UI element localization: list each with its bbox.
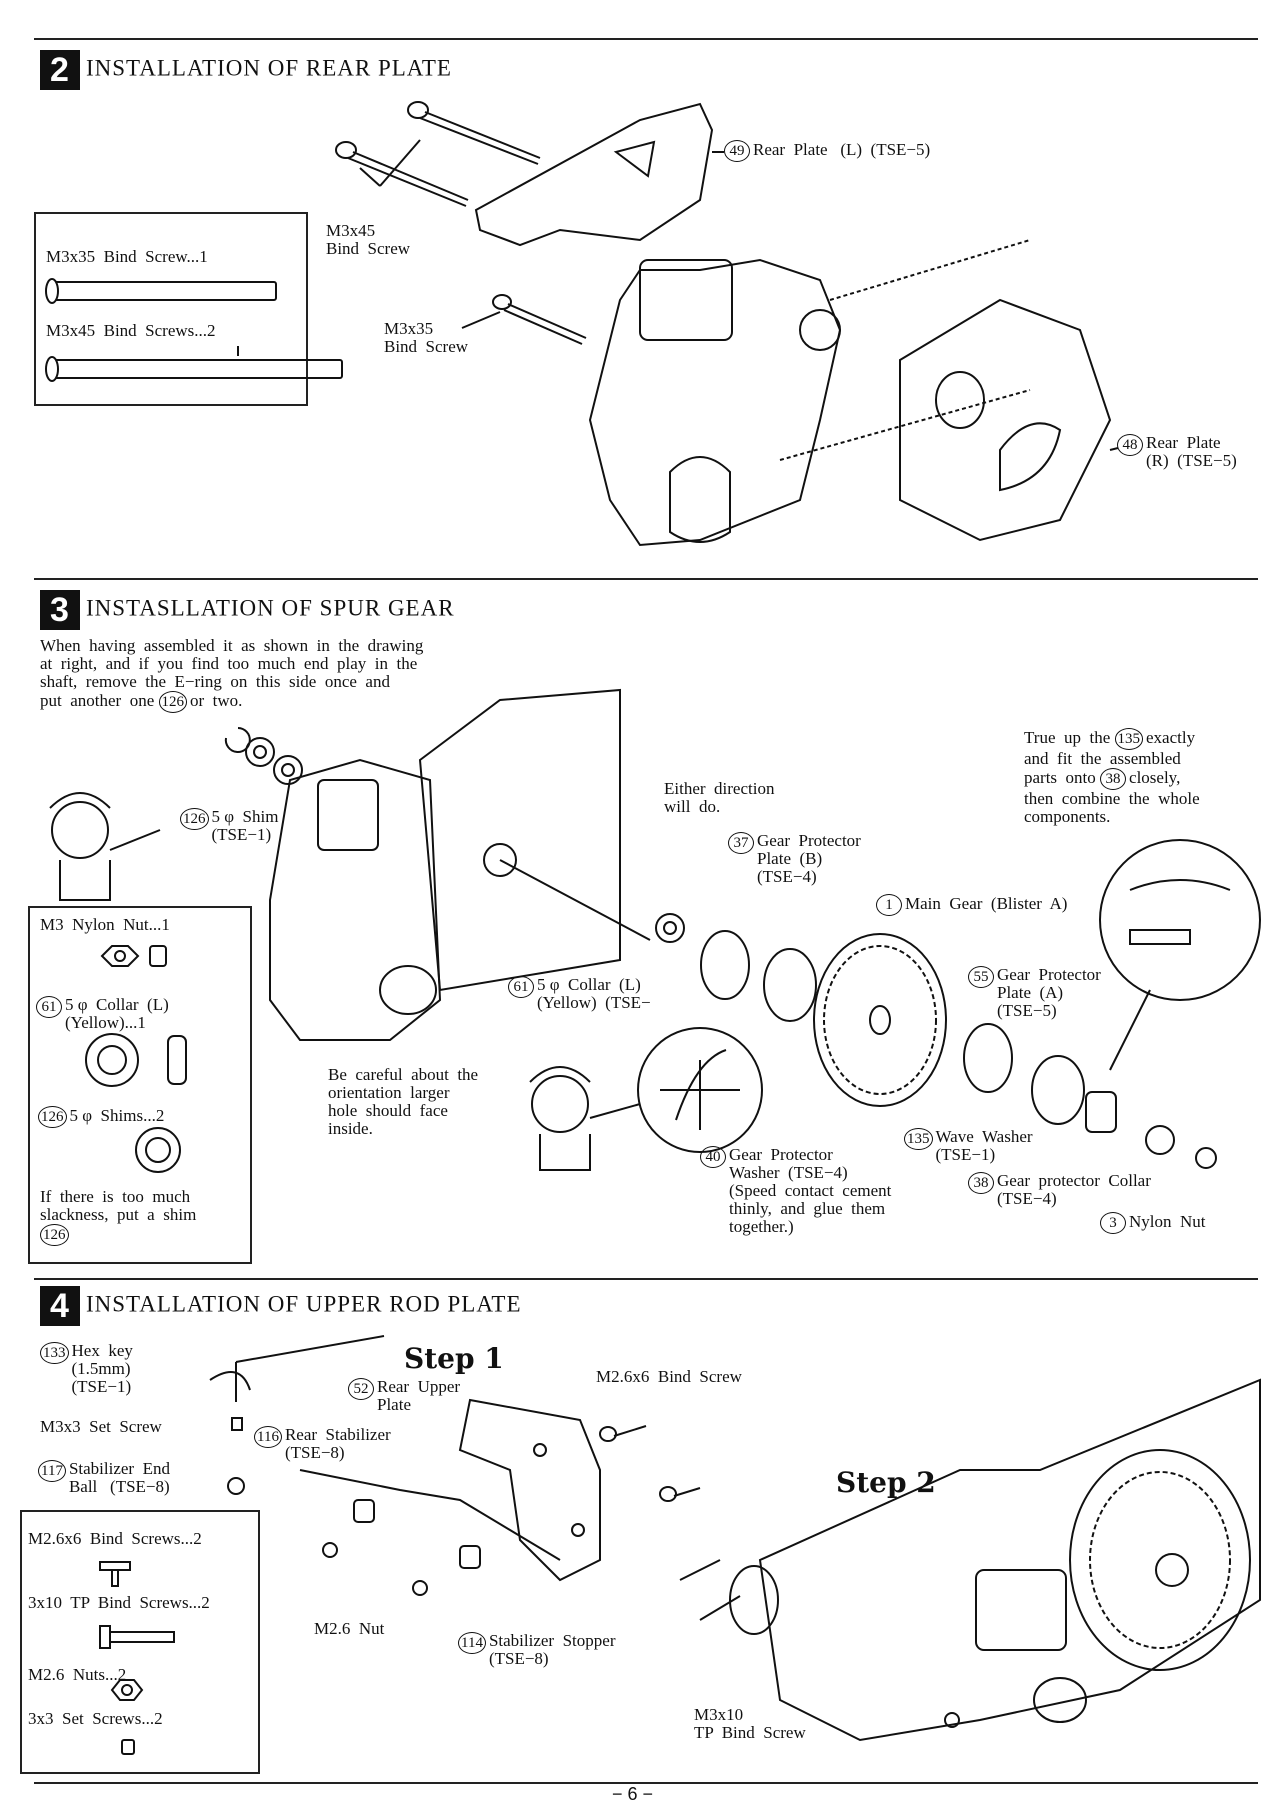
page-number: − 6 − <box>612 1784 654 1804</box>
s4-tp-screw: M3x10 TP Bind Screw <box>694 1705 806 1742</box>
s3-box-note: If there is too much slackness, put a sh… <box>40 1188 196 1246</box>
s3-intro: When having assembled it as shown in the… <box>40 637 423 713</box>
s4-hex-key-art <box>209 1335 385 1402</box>
section-3-number: 3 <box>40 590 80 630</box>
s2-parts-box <box>34 212 308 406</box>
s2-label-m3x45: M3x45 Bind Screw <box>326 221 411 258</box>
s2-screws-art <box>335 101 587 345</box>
s4-parts-box <box>20 1510 260 1774</box>
s3-mascot-2 <box>529 1066 641 1171</box>
section-2-number: 2 <box>40 50 80 90</box>
s2-box-screws <box>45 278 343 382</box>
s4-box-parts <box>99 1561 175 1755</box>
s4-box-item2: 3x10 TP Bind Screws...2 <box>28 1593 210 1612</box>
s4-box-item4: 3x3 Set Screws...2 <box>28 1709 163 1728</box>
s2-box-item1: M3x35 Bind Screw...1 <box>46 247 208 266</box>
rule-section-4 <box>34 1278 1258 1280</box>
s4-box-item3: M2.6 Nuts...2 <box>28 1665 127 1684</box>
s3-gear-parts <box>655 913 1217 1169</box>
s3-magnifier <box>1099 839 1261 1071</box>
s2-rear-plate-l-art <box>474 102 724 247</box>
s4-nut: M2.6 Nut <box>314 1619 385 1638</box>
rule-section-3 <box>34 578 1258 580</box>
s4-upper-plate-art <box>458 1398 701 1582</box>
s4-bind-screw: M2.6x6 Bind Screw <box>596 1367 742 1386</box>
s3-box-parts <box>85 945 187 1173</box>
top-rule <box>34 38 1258 40</box>
step-1-label: Step 1 <box>404 1342 504 1375</box>
s4-small-parts-art <box>227 1417 561 1596</box>
s3-either-direction: Either direction will do. <box>664 779 775 816</box>
s3-washer-detail <box>637 1027 763 1153</box>
s4-set-screw: M3x3 Set Screw <box>40 1417 162 1436</box>
s2-gearbox-art <box>588 239 1031 547</box>
s3-mascot-1 <box>49 792 161 901</box>
s3-careful-note: Be careful about the orientation larger … <box>328 1065 479 1138</box>
s3-eclip-shims <box>224 727 303 785</box>
step-2-label: Step 2 <box>836 1466 936 1499</box>
s3-assembly-art <box>269 688 651 1041</box>
s3-parts-box <box>28 906 252 1264</box>
s4-box-item1: M2.6x6 Bind Screws...2 <box>28 1529 202 1548</box>
s2-box-item2: M3x45 Bind Screws...2 <box>46 321 216 340</box>
s2-rear-plate-r-art <box>899 298 1119 542</box>
s2-label-m3x35: M3x35 Bind Screw <box>384 319 469 356</box>
s4-step2-assembly-art <box>679 1378 1261 1742</box>
s3-box-item1: M3 Nylon Nut...1 <box>40 915 170 934</box>
section-4-number: 4 <box>40 1286 80 1326</box>
bottom-rule <box>34 1782 1258 1784</box>
